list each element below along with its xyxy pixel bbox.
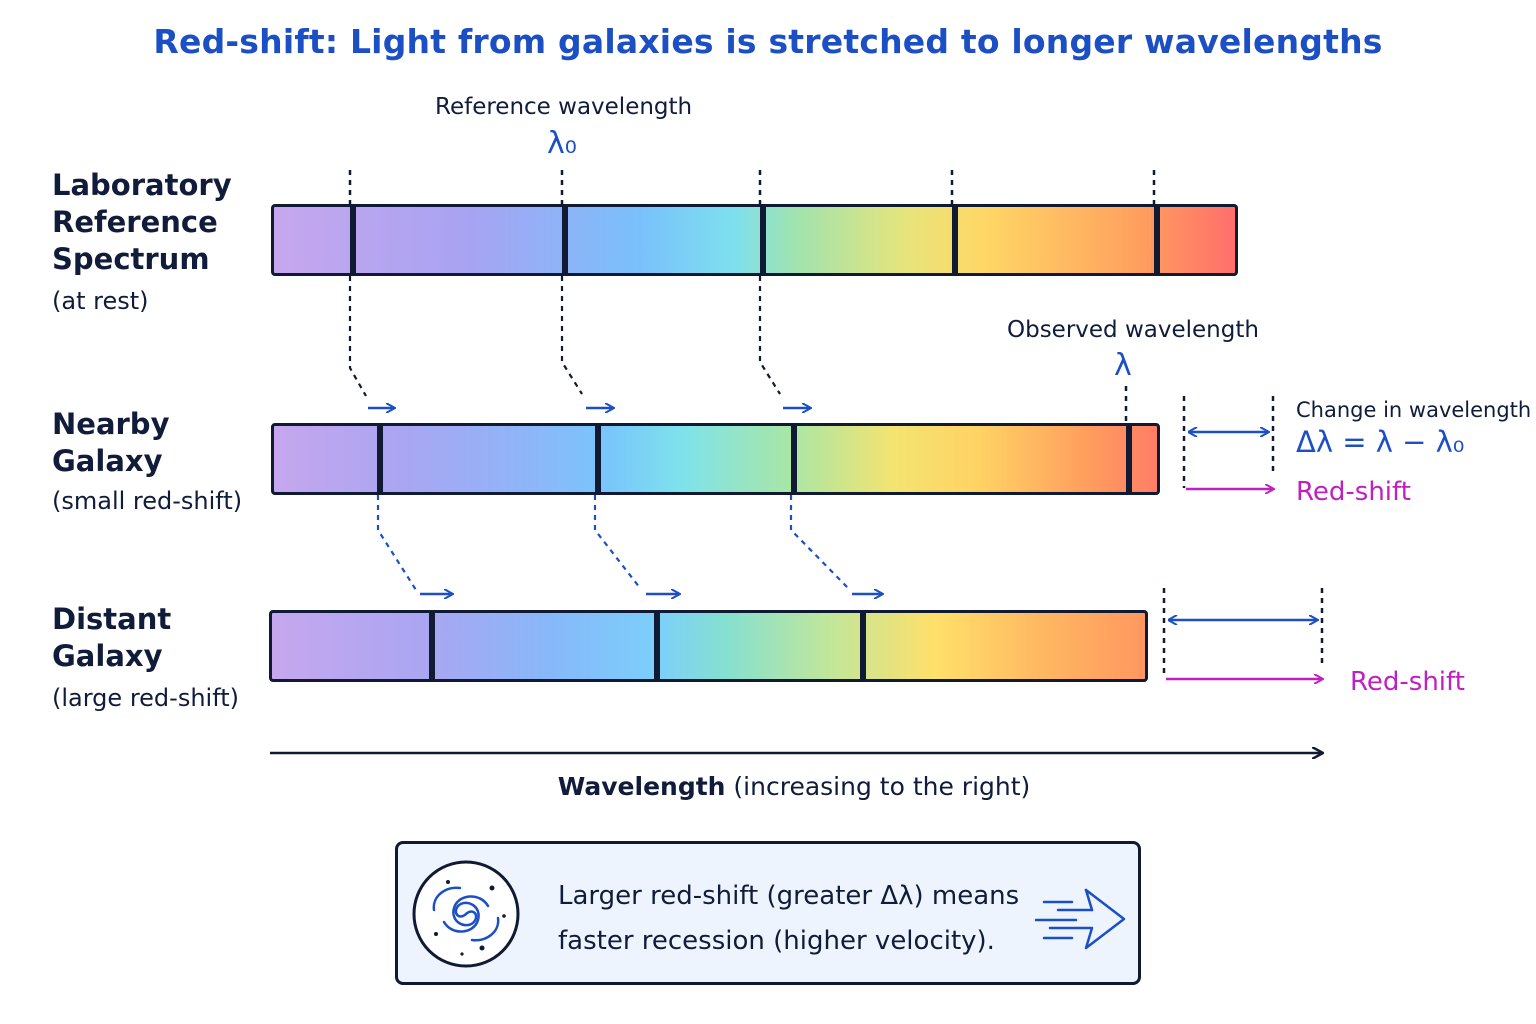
- spectral-line: [860, 613, 866, 679]
- row-subtitle-laboratory: (at rest): [52, 287, 149, 315]
- diagram-title: Red-shift: Light from galaxies is stretc…: [153, 22, 1383, 61]
- distant-delta-lambda-indicator: [1162, 588, 1322, 679]
- reference-wavelength-label: Reference wavelength: [435, 94, 693, 120]
- spectral-line: [760, 207, 766, 273]
- spectral-line: [562, 207, 568, 273]
- conclusion-line: Larger red-shift (greater Δλ) means: [558, 881, 1020, 911]
- axis-label-bold: Wavelength: [557, 772, 726, 801]
- change-in-wavelength-label: Change in wavelength: [1296, 398, 1532, 422]
- spectral-line: [1154, 207, 1160, 273]
- spectral-line: [377, 426, 383, 492]
- row-label-line: Nearby: [52, 407, 170, 441]
- delta-lambda-formula: Δλ = λ − λ₀: [1296, 425, 1465, 459]
- row-label-nearby: Nearby Galaxy: [52, 406, 169, 480]
- redshift-label-distant: Red-shift: [1350, 667, 1465, 697]
- spectral-line: [429, 613, 435, 679]
- row-subtitle-nearby: (small red-shift): [52, 487, 243, 515]
- row-label-laboratory: Laboratory Reference Spectrum: [52, 167, 232, 278]
- reference-line-markers: [348, 170, 1156, 204]
- conclusion-note-box: Larger red-shift (greater Δλ) means fast…: [395, 841, 1141, 985]
- axis-label-rest: (increasing to the right): [725, 772, 1031, 801]
- spectral-line: [791, 426, 797, 492]
- redshift-label-nearby: Red-shift: [1296, 477, 1411, 507]
- spectral-line: [654, 613, 660, 679]
- row-label-line: Galaxy: [52, 639, 163, 673]
- row-label-line: Laboratory: [52, 168, 232, 202]
- distant-galaxy-spectrum-bar: [269, 610, 1148, 682]
- conclusion-line: faster recession (higher velocity).: [558, 926, 995, 956]
- observed-wavelength-label: Observed wavelength: [1007, 317, 1259, 343]
- shift-connectors-distant: [376, 495, 851, 591]
- row-label-distant: Distant Galaxy: [52, 601, 171, 675]
- reference-lambda-symbol: λ₀: [547, 126, 577, 161]
- row-subtitle-distant: (large red-shift): [52, 684, 239, 712]
- galaxy-icon: [412, 860, 520, 968]
- spectral-line: [952, 207, 958, 273]
- row-label-line: Distant: [52, 602, 172, 636]
- motion-arrow-icon: [1034, 888, 1126, 950]
- spectral-line: [1126, 426, 1132, 492]
- row-label-line: Reference: [52, 205, 218, 239]
- nearby-delta-lambda-indicator: [1182, 396, 1273, 489]
- row-label-line: Spectrum: [52, 242, 210, 276]
- wavelength-axis-label: Wavelength (increasing to the right): [0, 772, 1536, 801]
- shift-connectors-nearby: [348, 276, 781, 397]
- observed-lambda-symbol: λ: [1114, 348, 1132, 383]
- conclusion-text: Larger red-shift (greater Δλ) means fast…: [558, 874, 1019, 964]
- row-label-line: Galaxy: [52, 444, 163, 478]
- spectral-line: [350, 207, 356, 273]
- nearby-galaxy-spectrum-bar: [271, 423, 1160, 495]
- laboratory-spectrum-bar: [271, 204, 1238, 276]
- spectral-line: [595, 426, 601, 492]
